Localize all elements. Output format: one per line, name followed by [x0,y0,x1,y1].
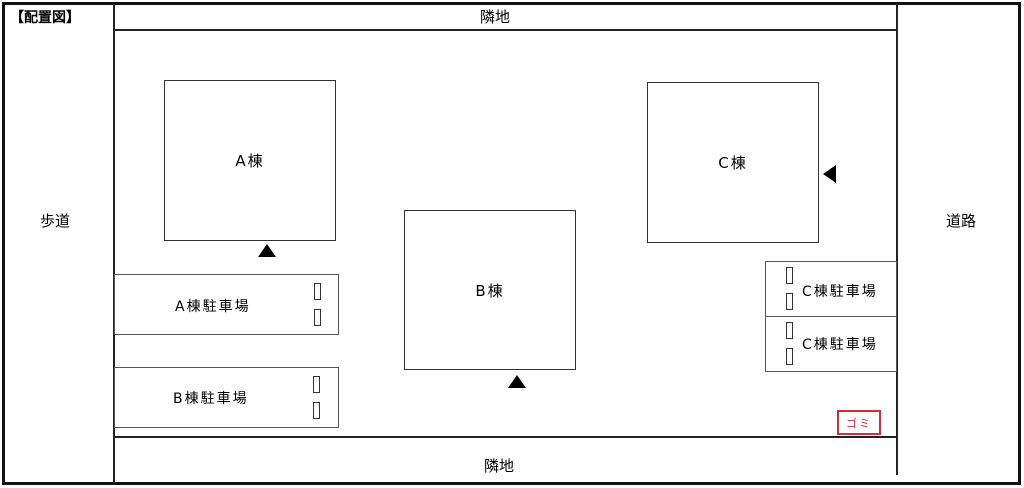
parking-slot-icon [786,322,793,339]
building-b-label: B棟 [475,281,505,300]
parking-a: A棟駐車場 [114,274,339,335]
parking-slot-icon [313,376,320,393]
building-a-label: A棟 [235,152,265,170]
bottom-neighbor-divider [113,436,897,438]
building-c: C棟 [647,82,819,243]
parking-slot-icon [786,267,793,284]
sidewalk-label: 歩道 [40,212,71,230]
parking-slot-icon [786,293,793,310]
building-b: B棟 [404,210,576,370]
building-a: A棟 [164,80,336,241]
parking-slot-icon [313,402,320,419]
garbage-area: ゴミ [837,410,881,435]
parking-c-2: C棟駐車場 [765,316,897,372]
left-divider [113,3,115,485]
neighbor-bottom-label: 隣地 [484,457,515,475]
diagram-title: 【配置図】 [10,10,80,26]
parking-c-1: C棟駐車場 [765,261,897,318]
parking-c2-label: C棟駐車場 [802,337,878,353]
right-divider [896,3,898,475]
parking-b: B棟駐車場 [114,367,339,428]
parking-a-label: A棟駐車場 [175,299,251,315]
entrance-a-triangle-icon [258,244,276,257]
top-neighbor-divider [113,29,897,31]
parking-slot-icon [314,309,321,326]
neighbor-top-label: 隣地 [480,8,511,26]
garbage-label: ゴミ [846,416,872,430]
building-c-label: C棟 [718,154,748,172]
road-label: 道路 [946,212,977,230]
parking-slot-icon [786,348,793,365]
entrance-b-triangle-icon [508,375,526,388]
parking-b-label: B棟駐車場 [173,391,249,407]
parking-slot-icon [314,283,321,300]
parking-c1-label: C棟駐車場 [802,284,878,300]
entrance-c-triangle-icon [823,165,836,183]
